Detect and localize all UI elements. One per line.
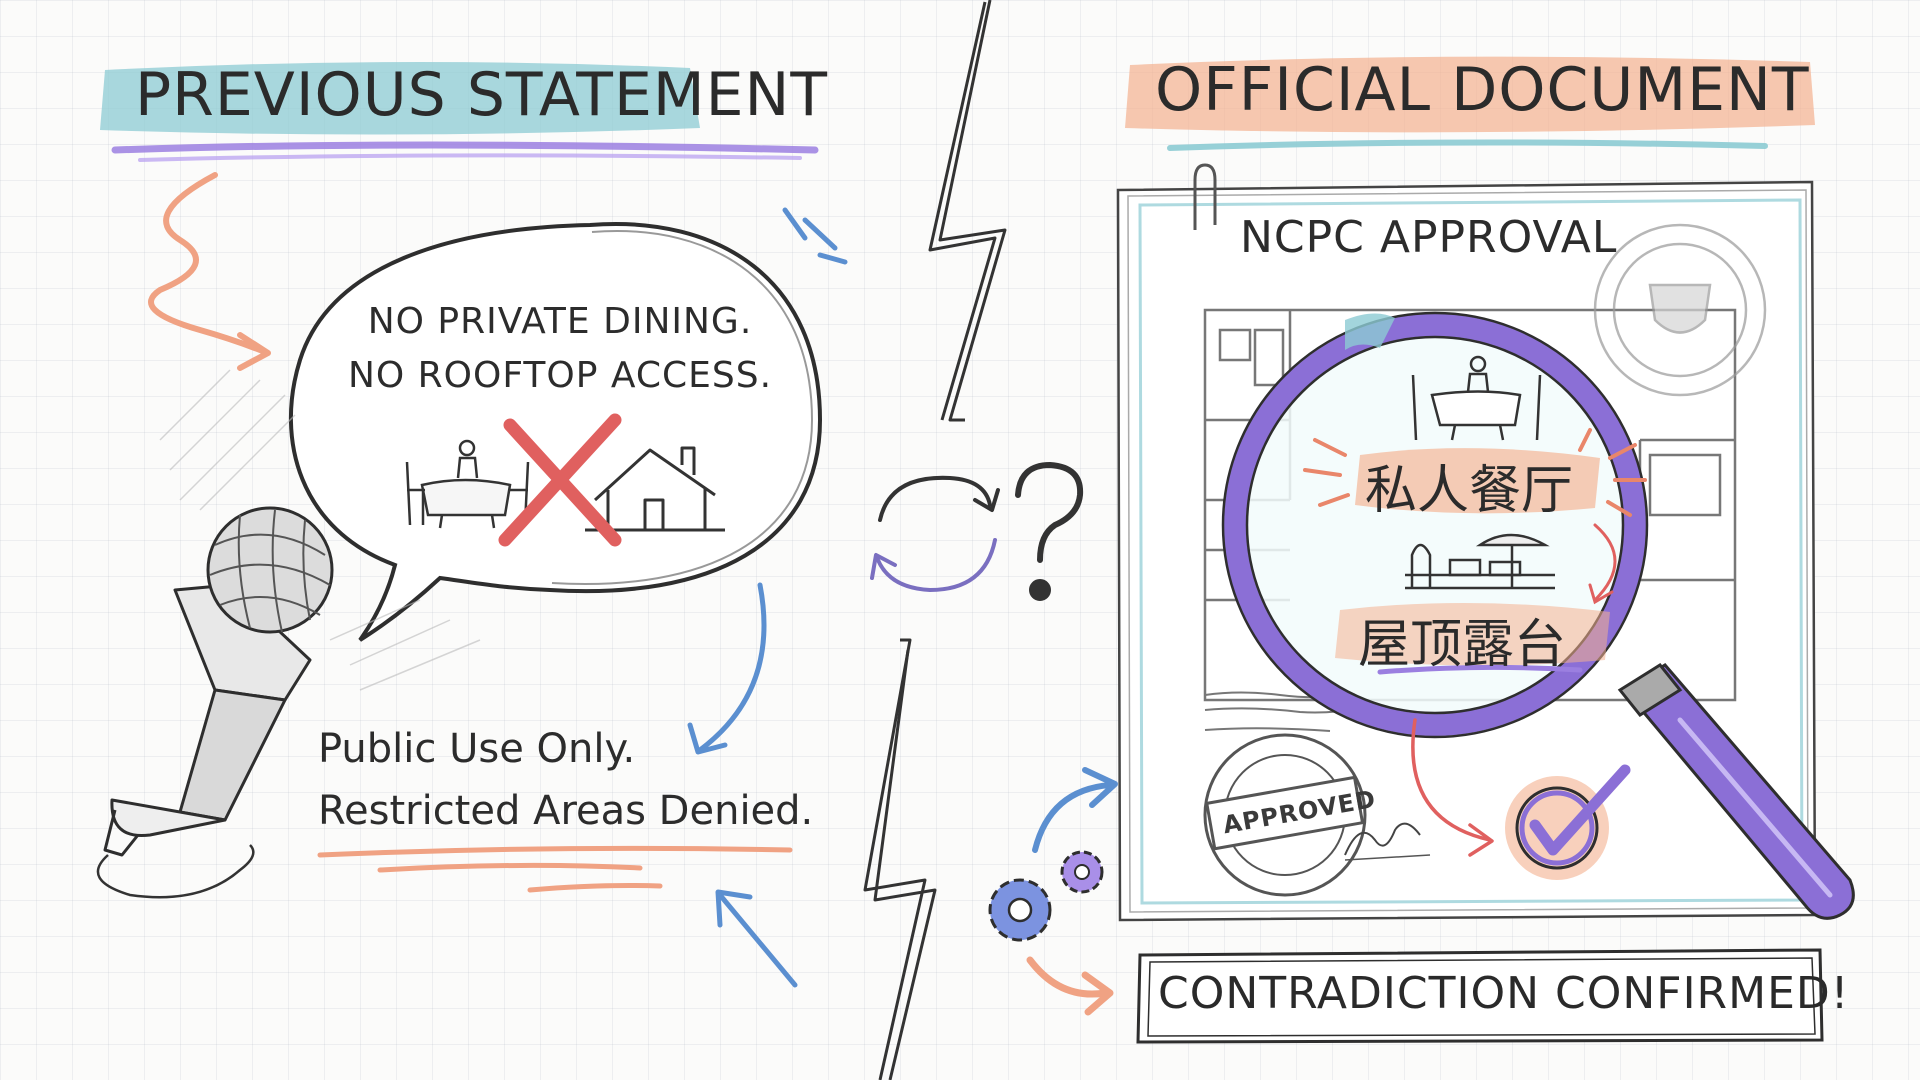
bubble-text: NO PRIVATE DINING. NO ROOFTOP ACCESS. [340, 295, 780, 403]
note-underlines [317, 845, 793, 893]
speech-bubble [288, 222, 823, 642]
round-seal [1593, 223, 1767, 397]
emphasis-rays [1303, 428, 1647, 517]
magnified-label-rooftop-terrace: 屋顶露台 [1358, 615, 1567, 675]
paperclip-icon [1193, 163, 1217, 230]
document-title: NCPC APPROVAL [1240, 212, 1618, 263]
contradiction-banner: CONTRADICTION CONFIRMED! [1158, 968, 1850, 1019]
bubble-line-1: NO PRIVATE DINING. [367, 301, 753, 342]
magnified-label-private-dining: 私人餐厅 [1365, 461, 1574, 521]
right-heading: OFFICIAL DOCUMENT [1155, 55, 1810, 125]
label-highlight-2 [1335, 602, 1610, 666]
dining-table-icon [405, 439, 530, 529]
lightning-divider [863, 0, 1007, 1080]
magnified-dining-icon [1411, 355, 1542, 441]
gears-icon [988, 850, 1104, 942]
left-heading: PREVIOUS STATEMENT [135, 60, 829, 130]
magnified-patio-icon [1405, 533, 1555, 590]
bubble-line-2: NO ROOFTOP ACCESS. [347, 355, 773, 396]
hatch-shading [159, 369, 481, 691]
checkmark-icon [1505, 764, 1631, 880]
left-heading-highlight [100, 61, 819, 162]
blue-curve-arrow [697, 582, 767, 753]
question-mark-icon [1015, 461, 1084, 601]
note-line-2: Restricted Areas Denied. [318, 788, 814, 834]
cross-icon [498, 413, 622, 547]
banner-box [1136, 948, 1824, 1044]
blue-diagonal-arrow [717, 892, 798, 988]
red-curve-arrow [1411, 718, 1492, 842]
note-line-1: Public Use Only. [318, 726, 636, 772]
blue-emphasis-dashes [782, 207, 848, 265]
label-highlight-1 [1355, 448, 1600, 514]
right-heading-highlight [1125, 56, 1815, 151]
sync-arrows-icon [870, 475, 1000, 592]
approved-stamp [1203, 733, 1431, 897]
orange-squiggle-arrow [148, 172, 268, 355]
note-text: Public Use Only. Restricted Areas Denied… [318, 718, 813, 842]
microphone-icon [96, 506, 334, 899]
